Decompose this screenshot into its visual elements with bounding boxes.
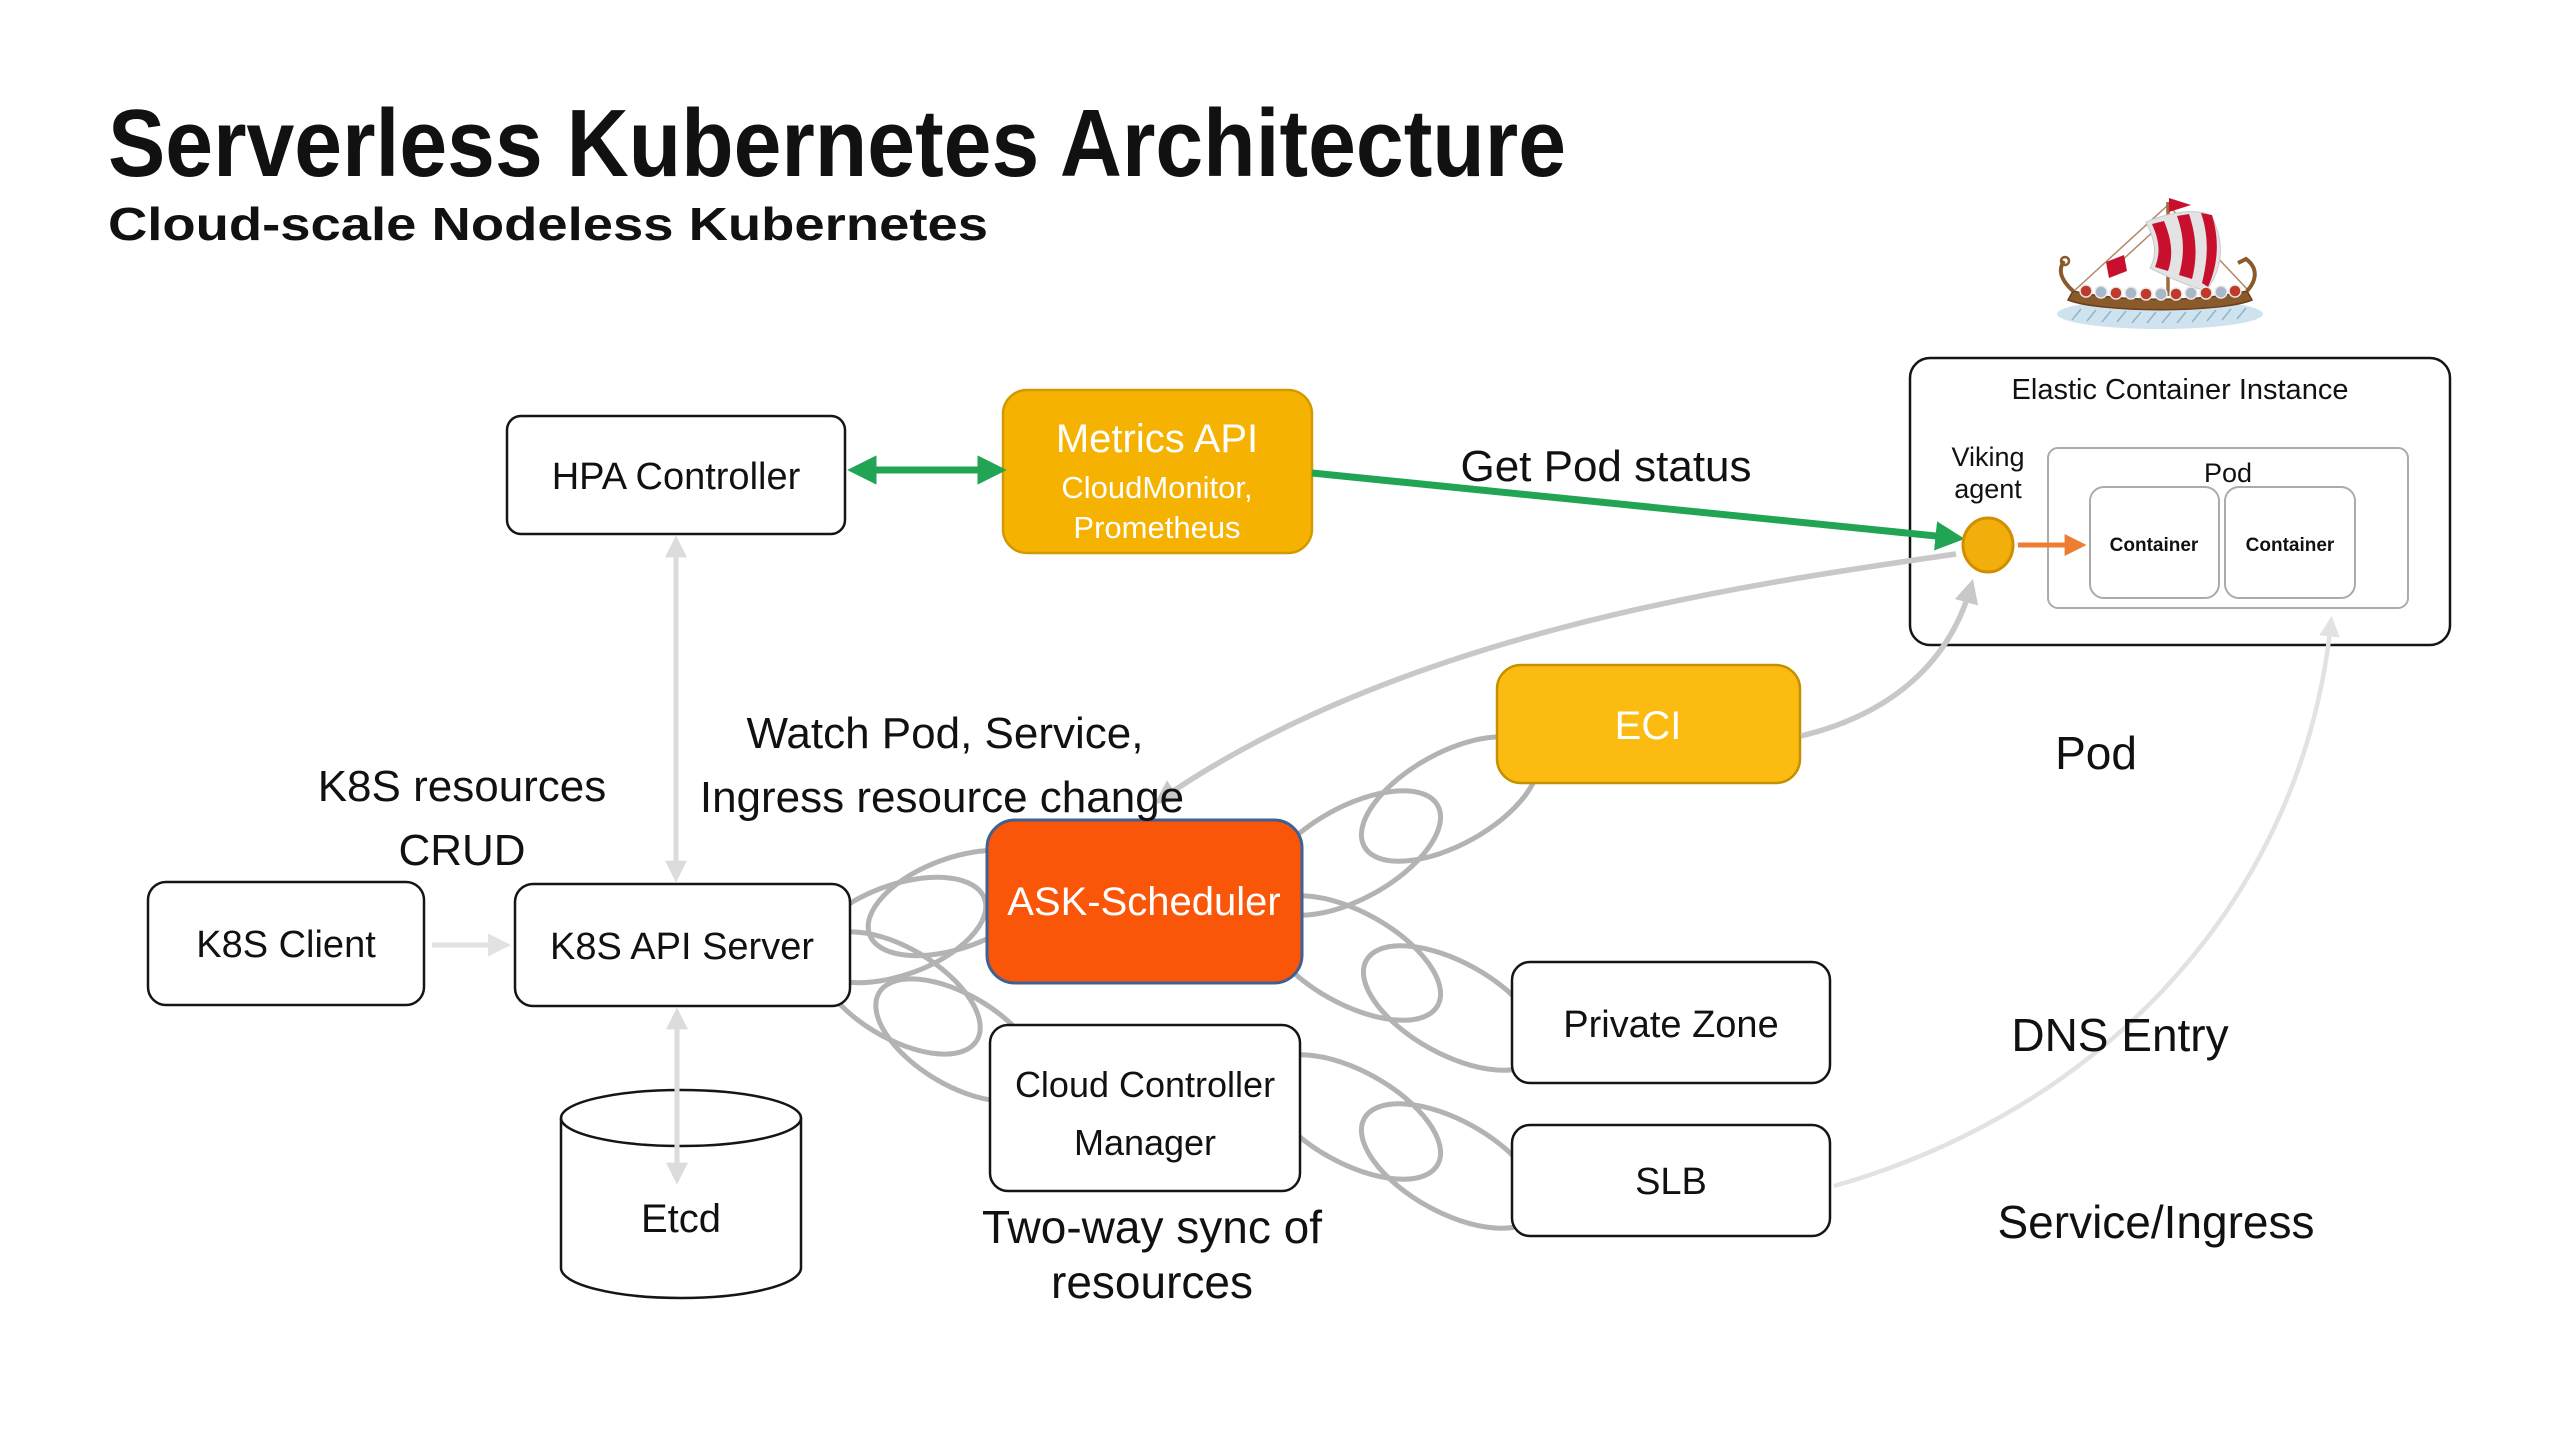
crud-annotation-line1: K8S resources xyxy=(318,762,607,811)
hpa-controller-label: HPA Controller xyxy=(552,456,801,498)
metrics-api-sub1: CloudMonitor, xyxy=(1061,470,1252,505)
k8s-client-box xyxy=(146,880,426,1007)
page-title: Serverless Kubernetes Architecture xyxy=(108,90,1566,197)
two-way-sync-line1: Two-way sync of xyxy=(982,1201,1322,1253)
viking-agent-line1: Viking xyxy=(1951,442,2024,472)
k8s-client-label: K8S Client xyxy=(196,924,376,966)
private-zone-box xyxy=(1510,960,1832,1085)
metrics-api-sub2: Prometheus xyxy=(1073,510,1240,545)
container2-label: Container xyxy=(2246,535,2335,556)
container-box-2 xyxy=(2224,486,2356,599)
eci-box xyxy=(1495,663,1802,785)
connectors xyxy=(432,455,2340,1189)
viking-agent-line2: agent xyxy=(1954,474,2022,504)
ccm-label-line2: Manager xyxy=(1074,1122,1216,1163)
private-zone-label: Private Zone xyxy=(1563,1004,1778,1046)
node-boxes xyxy=(146,356,2452,1300)
ask-scheduler-box xyxy=(985,818,1304,985)
slb-box xyxy=(1510,1123,1832,1238)
eci-label: ECI xyxy=(1615,704,1682,748)
watch-annotation-line2: Ingress resource change xyxy=(700,773,1184,822)
k8s-api-server-box xyxy=(513,882,852,1008)
ccm-label-line1: Cloud Controller xyxy=(1015,1064,1275,1105)
crud-annotation-line2: CRUD xyxy=(398,826,525,875)
curve-agent-scheduler xyxy=(1154,551,1957,805)
cloud-controller-manager-box xyxy=(988,1023,1302,1193)
etcd-label: Etcd xyxy=(641,1197,721,1241)
hpa-controller-box xyxy=(505,414,847,536)
get-pod-status-annotation: Get Pod status xyxy=(1460,442,1751,491)
ask-scheduler-label: ASK-Scheduler xyxy=(1007,880,1280,924)
service-ingress-annotation: Service/Ingress xyxy=(1997,1196,2314,1248)
pod-group-label: Pod xyxy=(2204,458,2252,488)
shield-row xyxy=(2079,284,2242,301)
elastic-container-instance-title: Elastic Container Instance xyxy=(2012,374,2349,406)
k8s-api-server-label: K8S API Server xyxy=(550,926,814,968)
metrics-api-title: Metrics API xyxy=(1056,417,1258,461)
etcd-cylinder xyxy=(559,1088,803,1300)
container1-label: Container xyxy=(2110,535,2199,556)
watch-annotation-line1: Watch Pod, Service, xyxy=(747,709,1144,758)
page-subtitle: Cloud-scale Nodeless Kubernetes xyxy=(108,198,988,250)
two-way-sync-line2: resources xyxy=(1051,1256,1253,1308)
curve-eci-agent xyxy=(1800,579,1979,739)
viking-agent-circle xyxy=(1961,516,2015,574)
curve-slb-pod xyxy=(1833,615,2340,1189)
viking-ship-illustration xyxy=(2057,198,2263,329)
container-box-1 xyxy=(2089,486,2220,599)
pod-annotation: Pod xyxy=(2055,727,2137,779)
arrow-metrics-agent xyxy=(1311,469,1965,551)
slb-label: SLB xyxy=(1635,1161,1707,1203)
dns-entry-annotation: DNS Entry xyxy=(2011,1009,2228,1061)
